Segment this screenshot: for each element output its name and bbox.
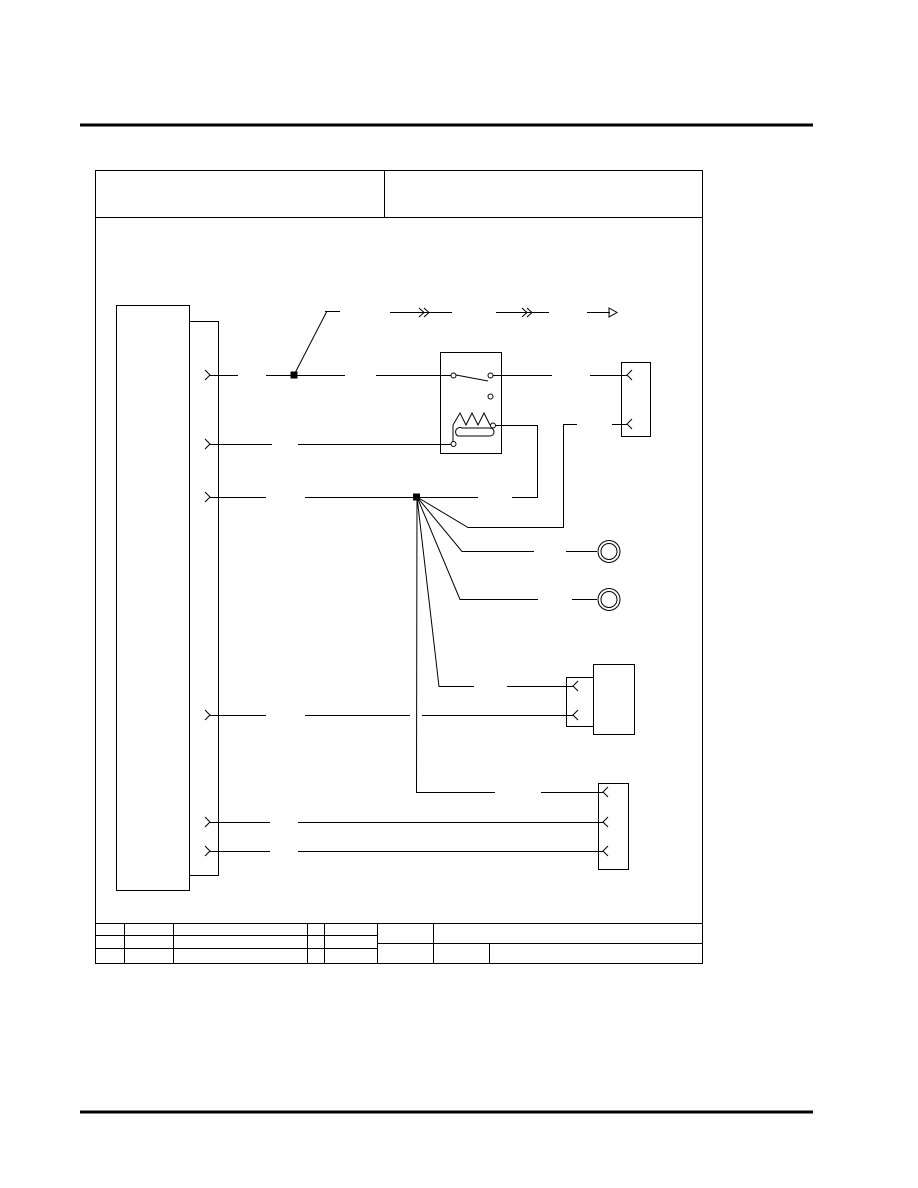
title-block (95, 170, 703, 964)
connector-icon (572, 709, 579, 721)
relay-heater-assembly (440, 352, 502, 454)
heater-coil-icon (450, 411, 496, 447)
connector-icon (626, 418, 633, 430)
connector-icon (204, 845, 211, 857)
connector-icon (626, 369, 633, 381)
connector-icon (204, 369, 211, 381)
connector-icon (204, 491, 211, 503)
splice-node-1 (290, 371, 298, 379)
connector-icon (602, 816, 609, 828)
connector-icon (572, 680, 579, 692)
connector-icon (204, 438, 211, 450)
connector-icon (602, 786, 609, 798)
connector-icon (204, 816, 211, 828)
wires (210, 310, 627, 852)
relay-switch-icon (450, 372, 494, 400)
connector-block-2 (566, 664, 635, 735)
connector-icon (602, 845, 609, 857)
legend-double-arrow-1 (390, 307, 452, 318)
splice-node-2 (413, 493, 420, 501)
module-connector-pins (204, 369, 211, 857)
connector-icon (204, 709, 211, 721)
connector-block-1 (621, 362, 651, 437)
legend-symbols (325, 307, 619, 318)
connector-block-3 (598, 783, 629, 870)
legend-double-arrow-2 (496, 307, 549, 318)
revision-table (95, 923, 703, 964)
indicator-lamp-1 (597, 540, 621, 563)
legend-open-arrow (587, 307, 619, 318)
control-module (116, 305, 219, 891)
indicator-lamp-2 (597, 588, 621, 611)
